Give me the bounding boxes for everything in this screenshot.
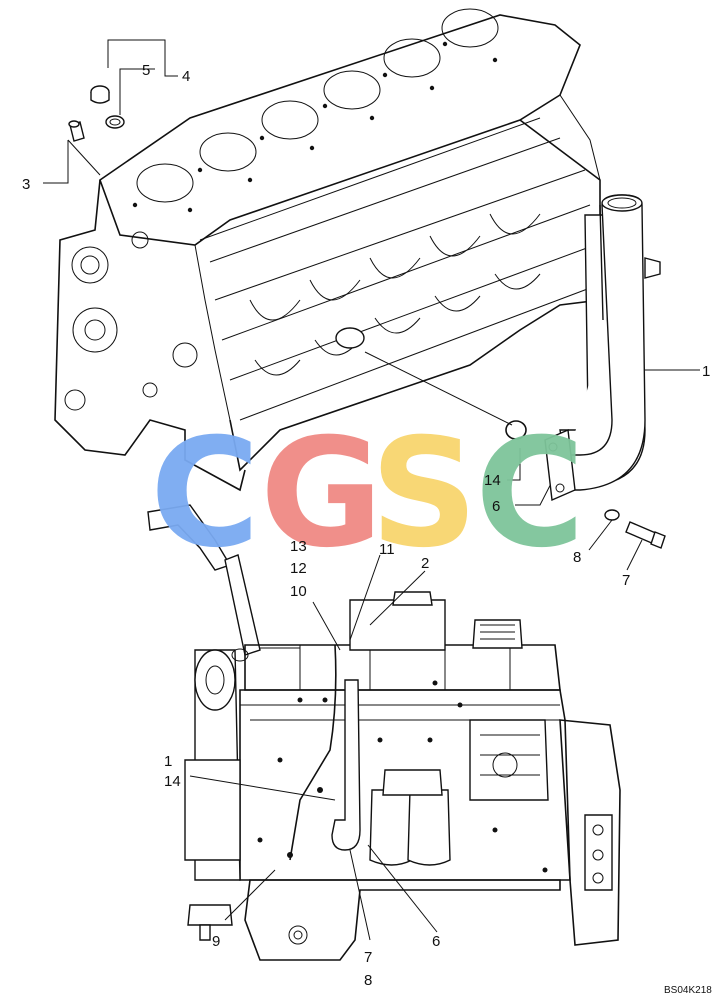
callout-label: 1 bbox=[702, 363, 710, 380]
callout-label: 11 bbox=[379, 541, 395, 558]
callout-label: 4 bbox=[182, 68, 190, 85]
drawing-code: BS04K218 bbox=[664, 985, 712, 996]
watermark-letter: C bbox=[150, 407, 260, 581]
callout-label: 9 bbox=[212, 933, 220, 950]
watermark-letter: S bbox=[370, 407, 478, 581]
callout-label: 8 bbox=[364, 972, 372, 989]
callout-labels-bottom: 1 2 6 7 8 9 10 11 12 13 14 bbox=[164, 538, 440, 989]
callout-label: 10 bbox=[290, 583, 307, 600]
watermark-letter: G bbox=[260, 407, 383, 581]
callout-label: 2 bbox=[421, 555, 429, 572]
engine-block-drawing bbox=[54, 8, 601, 492]
callout-label: 6 bbox=[492, 498, 500, 515]
callout-label: 1 bbox=[164, 753, 172, 770]
callout-label: 8 bbox=[573, 549, 581, 566]
callout-label: 14 bbox=[164, 773, 181, 790]
callout-label: 7 bbox=[364, 949, 372, 966]
callout-label: 12 bbox=[290, 560, 307, 577]
callout-label: 13 bbox=[290, 538, 307, 555]
callout-label: 6 bbox=[432, 933, 440, 950]
callout-label: 3 bbox=[22, 176, 30, 193]
plug-parts-drawing bbox=[68, 85, 125, 142]
oil-return-tube-drawing bbox=[505, 194, 666, 549]
engine-assembly-drawing bbox=[147, 504, 621, 961]
watermark-letter: C bbox=[475, 407, 585, 581]
watermark: C G S C bbox=[150, 407, 585, 581]
callout-label: 14 bbox=[484, 472, 501, 489]
callout-labels-top: 1 3 4 5 6 7 8 14 bbox=[22, 62, 710, 589]
callout-label: 7 bbox=[622, 572, 630, 589]
callout-label: 5 bbox=[142, 62, 150, 79]
